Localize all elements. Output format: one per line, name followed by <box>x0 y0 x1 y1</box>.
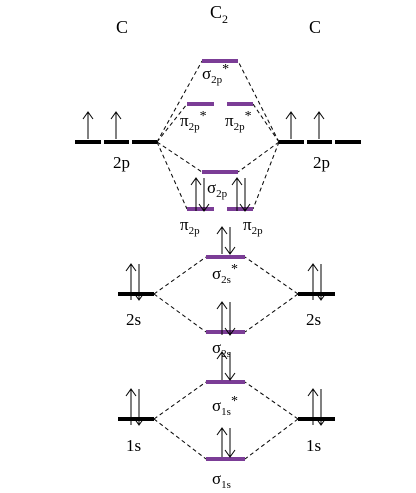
sigma1s-star-electron-down <box>224 352 236 381</box>
dash-left-to-sigma2p <box>156 141 203 173</box>
right-2p-electron-2 <box>313 111 325 139</box>
left-atom-title: C <box>116 17 128 37</box>
left-1s-label: 1s <box>126 436 141 455</box>
dash-left-to-sigma2s <box>153 293 207 333</box>
right-2s-electron-up <box>307 263 319 300</box>
sigma1s-label: σ1s <box>212 469 231 491</box>
dash-left-to-sigma1s <box>153 418 207 460</box>
dash-right-to-sigma1s-star <box>244 381 299 420</box>
left-2p-electron-1 <box>82 111 94 139</box>
left-2s-label: 2s <box>126 310 141 329</box>
dash-left-to-sigma1s-star <box>153 381 207 420</box>
dash-right-to-pi2p-star <box>252 103 280 143</box>
pi2p-star-right-label: π2p* <box>225 109 252 133</box>
left-atomic-levels <box>75 140 157 421</box>
sigma2s-electron-up <box>216 301 228 335</box>
pi2p-right-electron-up <box>231 177 243 211</box>
dash-right-to-sigma2p-star <box>237 60 280 143</box>
dash-left-to-pi2p-star <box>156 103 188 143</box>
pi2p-left-electron-up <box>190 177 202 211</box>
left-2p-label: 2p <box>113 153 130 172</box>
sigma2s-star-label: σ2s* <box>212 262 238 286</box>
right-2p-label: 2p <box>313 153 330 172</box>
right-2p-electron-1 <box>285 111 297 139</box>
pi2p-right-label: π2p <box>243 215 263 237</box>
molecule-title: C2 <box>210 2 228 26</box>
sigma2s-label: σ2s <box>212 338 231 360</box>
right-atomic-levels <box>279 140 361 421</box>
left-2s-electron-up <box>125 263 137 300</box>
pi2p-left-electron-down <box>198 178 210 212</box>
pi2p-right-electron-down <box>239 178 251 212</box>
dash-right-to-pi2p <box>252 141 280 210</box>
left-1s-electron-down <box>133 389 145 426</box>
sigma2s-star-electron-down <box>224 227 236 255</box>
sigma1s-star-electron-up <box>216 351 228 380</box>
dash-left-to-sigma2p-star <box>156 60 203 143</box>
pi2p-star-left-label: π2p* <box>180 109 207 133</box>
sigma2p-label: σ2p <box>207 178 228 200</box>
sigma1s-electron-up <box>216 427 228 457</box>
electron-arrows <box>82 111 327 458</box>
mo-labels: σ2p* π2p* π2p* σ2p π2p π2p σ2s* σ2s σ1s*… <box>180 62 263 491</box>
left-2s-electron-down <box>133 264 145 301</box>
sigma2s-electron-down <box>224 302 236 336</box>
dash-right-to-sigma1s <box>244 418 299 460</box>
right-2s-label: 2s <box>306 310 321 329</box>
sigma2s-star-electron-up <box>216 226 228 254</box>
pi2p-left-label: π2p <box>180 215 200 237</box>
right-1s-label: 1s <box>306 436 321 455</box>
sigma2p-star-label: σ2p* <box>202 62 229 86</box>
sigma1s-electron-down <box>224 428 236 458</box>
left-2p-electron-2 <box>110 111 122 139</box>
sigma1s-star-label: σ1s* <box>212 394 238 418</box>
left-1s-electron-up <box>125 388 137 425</box>
dash-right-to-sigma2p <box>237 141 280 173</box>
dash-right-to-sigma2s-star <box>244 256 299 295</box>
correlation-lines <box>153 60 299 460</box>
dash-right-to-sigma2s <box>244 293 299 333</box>
right-1s-electron-up <box>307 388 319 425</box>
right-2s-electron-down <box>315 264 327 301</box>
molecular-levels <box>187 59 253 461</box>
right-atom-title: C <box>309 17 321 37</box>
dash-left-to-pi2p <box>156 141 188 210</box>
right-1s-electron-down <box>315 389 327 426</box>
dash-left-to-sigma2s-star <box>153 256 207 295</box>
